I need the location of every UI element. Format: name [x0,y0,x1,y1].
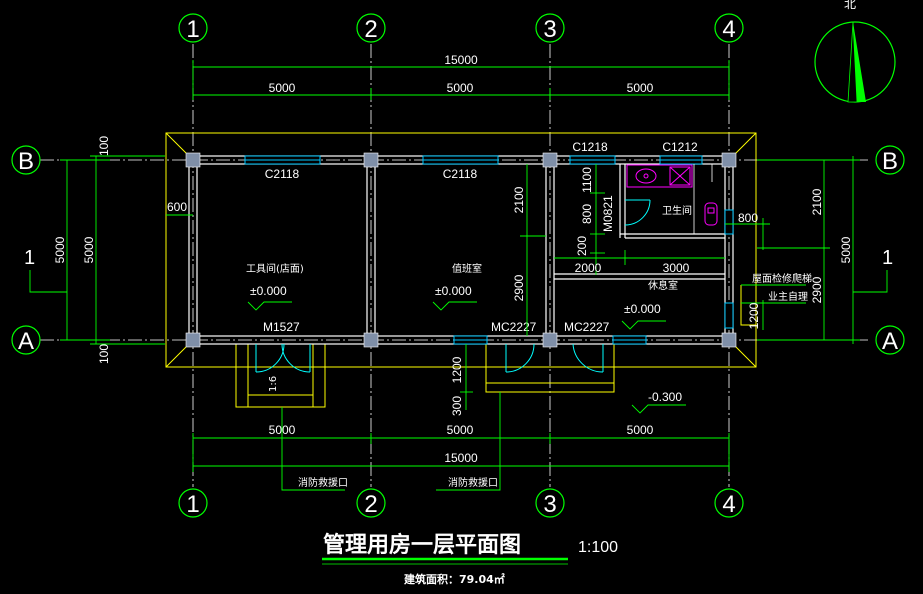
axis-label-b-right: B [882,148,898,175]
axis-label-3-bottom: 3 [543,491,556,518]
dim-bottom-span-2: 5000 [447,423,474,437]
dim-right-window: 1200 [747,302,761,329]
toilet-fixtures [626,164,718,226]
axis-label-a-right: A [882,328,898,355]
dim-room-w2: 3000 [663,261,690,275]
dim-bath-h1: 1100 [580,167,594,193]
dim-top-span-3: 5000 [627,81,654,95]
dim-door-step-2: 300 [450,396,464,416]
dim-top-total: 15000 [444,53,478,67]
owner-note: 业主自理 [768,290,808,303]
axis-label-2-bottom: 2 [364,491,377,518]
fire-rescue-label-2: 消防救援口 [448,476,498,489]
dim-col3-upper: 2100 [512,186,526,213]
dim-bottom-span-1: 5000 [269,423,296,437]
roof-access-note: 屋面检修爬梯 [752,272,812,285]
fire-rescue-label-1: 消防救援口 [298,476,348,489]
dim-top-span-1: 5000 [269,81,296,95]
dim-col3-lower: 2900 [512,274,526,301]
door-label-m1527: M1527 [263,320,300,334]
section-mark-right: 1 [882,247,893,269]
section-mark-left: 1 [24,247,35,269]
north-arrow [814,21,896,103]
north-label: 北 [844,0,856,11]
room-label-toilet: 卫生间 [662,204,692,217]
dim-left-inner: 5000 [82,236,96,263]
axis-bubbles [11,13,905,518]
dim-wall-offset: 600 [167,200,187,214]
axis-label-2-top: 2 [364,16,377,43]
toilet-partition [693,164,713,234]
door-label-mc2227-2: MC2227 [564,320,610,334]
ramp-slope: 1:6 [268,376,279,392]
axis-label-4-bottom: 4 [722,491,735,518]
dim-bottom-span-3: 5000 [627,423,654,437]
room-label-duty-room: 值班室 [452,262,482,275]
drawing-scale: 1:100 [578,539,618,556]
dim-bath-h3: 200 [575,236,589,256]
level-tool-room: ±0.000 [250,284,287,298]
door-label-m0821: M0821 [601,195,615,232]
window-label-c2118-2: C2118 [443,167,478,181]
dim-room-w1: 2000 [575,261,602,275]
dim-top-span-2: 5000 [447,81,474,95]
dim-left-bottom: 100 [97,344,111,364]
axis-label-a-left: A [18,328,34,355]
dimension-lines [29,60,888,491]
axis-label-1-top: 1 [186,16,199,43]
dim-right-inner: 5000 [839,236,853,263]
window-label-c1218: C1218 [572,140,608,154]
dim-bath-h2: 800 [580,204,594,224]
windows [244,155,734,345]
level-outdoor: -0.300 [648,390,682,404]
dim-bottom-total: 15000 [444,451,478,465]
dim-right-upper: 2100 [810,188,824,215]
dim-left-total: 5000 [53,236,67,263]
window-label-c1212: C1212 [662,140,698,154]
axis-label-b-left: B [18,148,34,175]
level-rest-room: ±0.000 [624,302,661,316]
room-label-tool-room: 工具间(店面) [246,262,304,275]
drawing-title: 管理用房一层平面图 [323,532,521,558]
window-label-c2118-1: C2118 [265,167,300,181]
doors [255,199,651,373]
building-area: 建筑面积：79.04㎡ [404,572,505,586]
level-duty-room: ±0.000 [435,284,472,298]
axis-label-4-top: 4 [722,16,735,43]
axis-label-3-top: 3 [543,16,556,43]
dim-right-lower: 2900 [810,276,824,303]
dim-door-step-1: 1200 [450,356,464,383]
axis-label-1-bottom: 1 [186,491,199,518]
dim-bath-side: 800 [738,211,758,225]
door-label-mc2227-1: MC2227 [491,320,537,334]
dim-left-top: 100 [97,136,111,156]
room-label-rest-room: 休息室 [648,279,678,292]
columns [185,152,737,348]
